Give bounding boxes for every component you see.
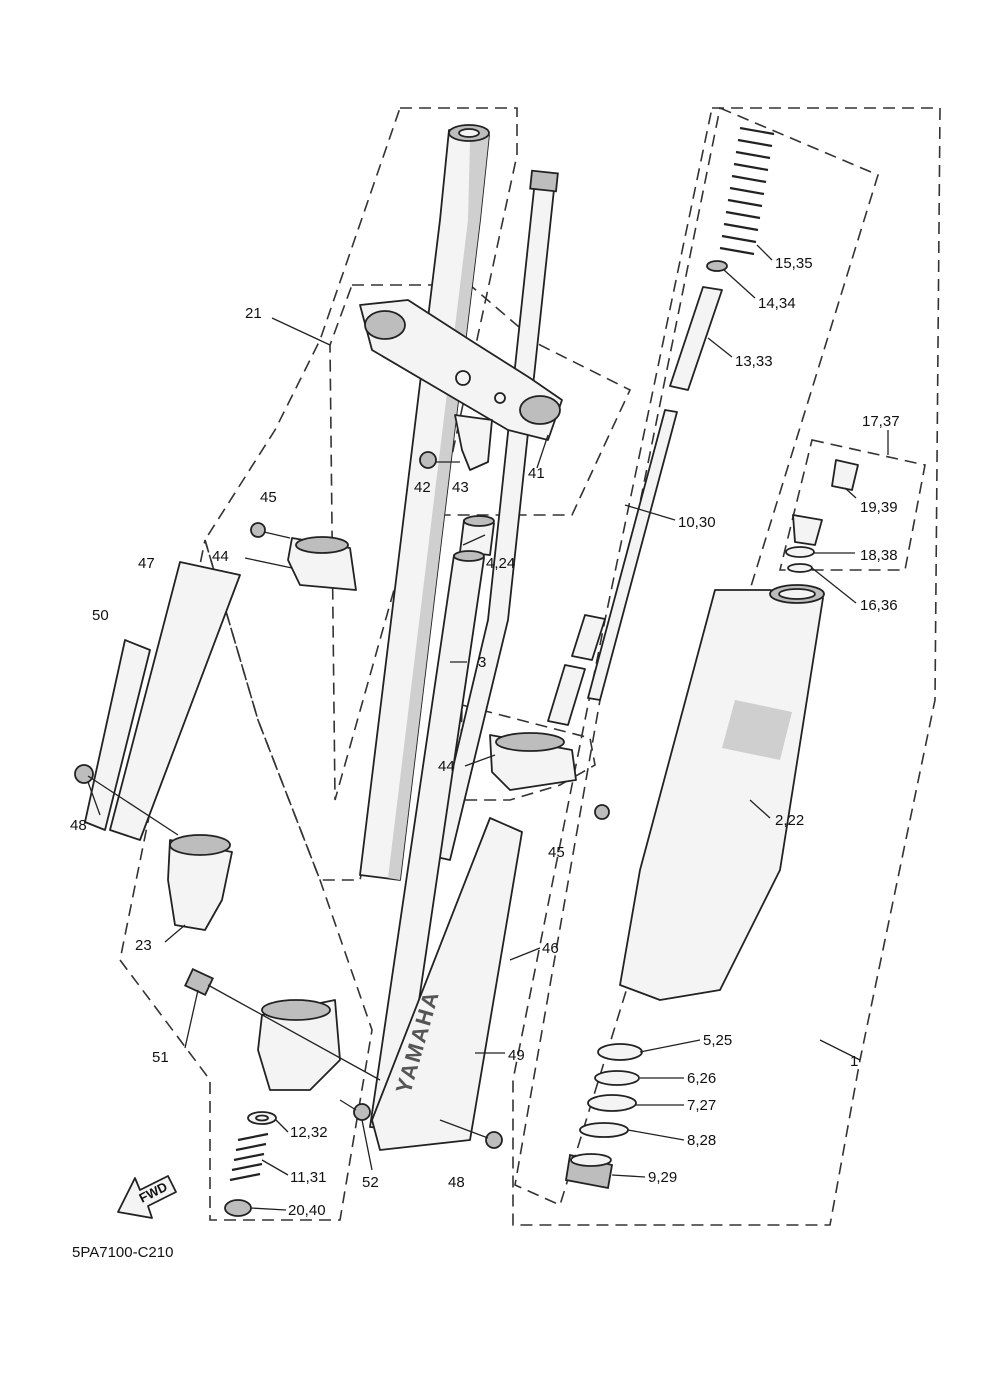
o-ring-16-36 xyxy=(787,563,813,573)
outline-left-lower-group xyxy=(119,539,373,1221)
bolt-48-bottom xyxy=(439,1119,503,1149)
steering-stem xyxy=(431,169,559,861)
callout-9-29: 9,29 xyxy=(648,1169,677,1186)
cap-20-40 xyxy=(224,1199,252,1217)
callout-19-39: 19,39 xyxy=(860,499,898,516)
callout-15-35: 15,35 xyxy=(775,255,813,272)
spring-11-31 xyxy=(229,1132,269,1182)
bolt-48-left xyxy=(74,764,94,784)
damper-rod-10-30 xyxy=(547,409,678,726)
callout-8-28: 8,28 xyxy=(687,1132,716,1149)
callout-2-22: 2,22 xyxy=(775,812,804,829)
pipe-13-33 xyxy=(669,286,723,391)
callout-48-left: 48 xyxy=(70,817,87,834)
callout-11-31: 11,31 xyxy=(290,1169,326,1186)
bolt-45-top xyxy=(250,522,291,539)
axle-bracket-23 xyxy=(167,834,233,931)
seal-7-27 xyxy=(587,1094,637,1112)
callout-42: 42 xyxy=(414,479,431,496)
inner-tube-left xyxy=(359,124,490,881)
callout-51: 51 xyxy=(152,1049,169,1066)
callout-48-bottom: 48 xyxy=(448,1174,465,1191)
callout-10-30: 10,30 xyxy=(678,514,716,531)
washer-12-32 xyxy=(247,1111,277,1125)
fork-guard-47 xyxy=(109,561,241,841)
ring-6-26 xyxy=(594,1070,640,1086)
callout-17-37: 17,37 xyxy=(862,413,900,430)
callout-47: 47 xyxy=(138,555,155,572)
upper-triple-clamp xyxy=(359,299,563,441)
lower-axle-holder xyxy=(257,999,341,1091)
callout-52: 52 xyxy=(362,1174,379,1191)
bolt-51 xyxy=(184,967,214,997)
callout-18-38: 18,38 xyxy=(860,547,898,564)
callout-4-24: 4,24 xyxy=(486,555,515,572)
cable-guide-43 xyxy=(454,414,493,471)
callout-50: 50 xyxy=(92,607,109,624)
callout-1: 1 xyxy=(850,1053,858,1070)
callout-23: 23 xyxy=(135,937,152,954)
callout-49: 49 xyxy=(508,1047,525,1064)
guard-sticker-50 xyxy=(84,639,151,831)
callout-21: 21 xyxy=(245,305,262,322)
callout-14-34: 14,34 xyxy=(758,295,796,312)
bolt-42 xyxy=(419,451,460,469)
cap-body xyxy=(792,514,823,546)
outline-guard-group xyxy=(459,703,596,801)
callout-20-40: 20,40 xyxy=(288,1202,326,1219)
cap-bolt-19-39 xyxy=(831,459,859,491)
bushing-9-29 xyxy=(564,1153,614,1190)
bolt-52 xyxy=(339,1099,371,1121)
seal-5-25 xyxy=(597,1043,643,1061)
callout-6-26: 6,26 xyxy=(687,1070,716,1087)
callout-45-mid: 45 xyxy=(548,844,565,861)
diagram-code: 5PA7100-C210 xyxy=(72,1244,173,1261)
outer-tube-2-22 xyxy=(619,584,825,1001)
bolt-45-mid xyxy=(594,804,610,820)
callout-45-top: 45 xyxy=(260,489,277,506)
leader-lines xyxy=(87,244,889,1211)
spring-15-35 xyxy=(719,126,775,256)
callout-5-25: 5,25 xyxy=(703,1032,732,1049)
callout-16-36: 16,36 xyxy=(860,597,898,614)
lower-clamp-bracket-mid xyxy=(489,732,577,791)
outline-triple-clamp-group xyxy=(329,284,632,801)
callout-44-top: 44 xyxy=(212,548,229,565)
bushing-4-24 xyxy=(459,515,495,556)
callout-3: 3 xyxy=(478,654,486,671)
spacer-14-34 xyxy=(706,260,728,272)
lower-clamp-bracket-top xyxy=(287,536,357,591)
callout-46: 46 xyxy=(542,940,559,957)
o-ring-18-38 xyxy=(785,546,815,558)
callout-12-32: 12,32 xyxy=(290,1124,328,1141)
callout-43: 43 xyxy=(452,479,469,496)
callout-13-33: 13,33 xyxy=(735,353,773,370)
callout-44-mid: 44 xyxy=(438,758,455,775)
fwd-arrow-icon: FWD xyxy=(117,1175,177,1219)
callout-41: 41 xyxy=(528,465,545,482)
washer-8-28 xyxy=(579,1122,629,1138)
callout-7-27: 7,27 xyxy=(687,1097,716,1114)
outline-cap-group xyxy=(778,439,926,571)
